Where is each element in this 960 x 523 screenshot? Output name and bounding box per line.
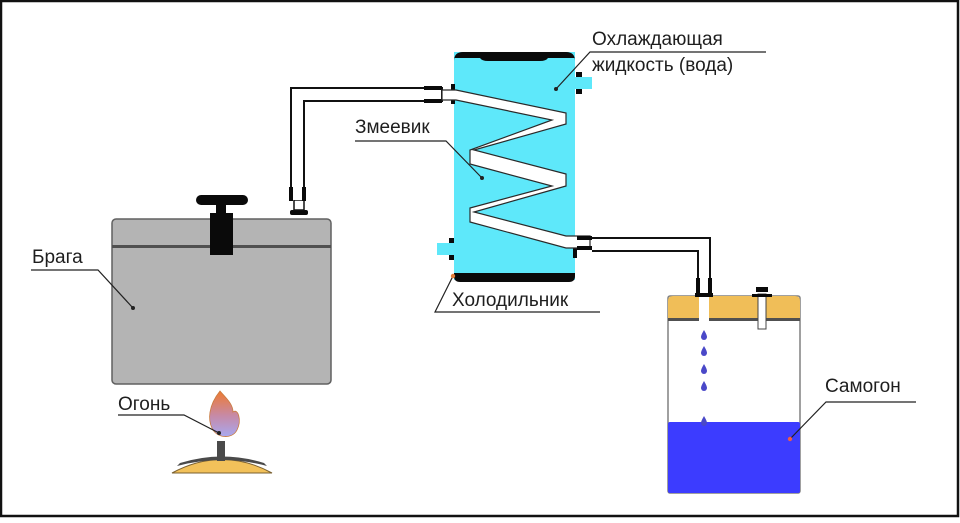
drop	[701, 381, 707, 391]
label-coolant-line2: жидкость (вода)	[592, 55, 733, 76]
condenser-bottom-cap	[454, 273, 575, 282]
label-braga: Брага	[31, 247, 135, 310]
vapor-pipe	[289, 86, 443, 201]
label-coil-text: Змеевик	[355, 117, 430, 138]
label-condenser-text: Холодильник	[452, 290, 569, 311]
drop	[701, 364, 707, 374]
condenser-top-cap	[454, 52, 575, 61]
collection-jar	[667, 287, 801, 494]
tank-valve-icon	[196, 195, 248, 255]
flame-icon	[209, 390, 240, 437]
jar-liquid	[668, 422, 800, 493]
drop	[701, 416, 707, 426]
vent-cap	[756, 287, 768, 292]
label-samogon-text: Самогон	[825, 376, 901, 397]
jar-lid	[668, 296, 800, 320]
label-fire: Огонь	[118, 394, 221, 435]
condenser	[437, 52, 592, 282]
wash-tank	[111, 195, 332, 385]
label-condenser: Холодильник	[434, 273, 600, 313]
water-inlet	[437, 243, 457, 255]
label-braga-text: Брага	[32, 247, 83, 268]
label-coolant: Охлаждающая жидкость (вода)	[554, 29, 766, 91]
drops	[701, 330, 707, 426]
drop	[701, 346, 707, 356]
label-coil: Змеевик	[355, 117, 484, 180]
label-samogon: Самогон	[787, 376, 916, 442]
tank-outlet	[290, 199, 308, 215]
label-fire-text: Огонь	[118, 394, 170, 415]
distillate-pipe	[592, 237, 712, 297]
burner-nozzle	[217, 441, 225, 461]
burner	[171, 390, 273, 474]
label-coolant-line1: Охлаждающая	[592, 29, 723, 50]
drop	[701, 330, 707, 340]
water-outlet	[574, 77, 592, 89]
